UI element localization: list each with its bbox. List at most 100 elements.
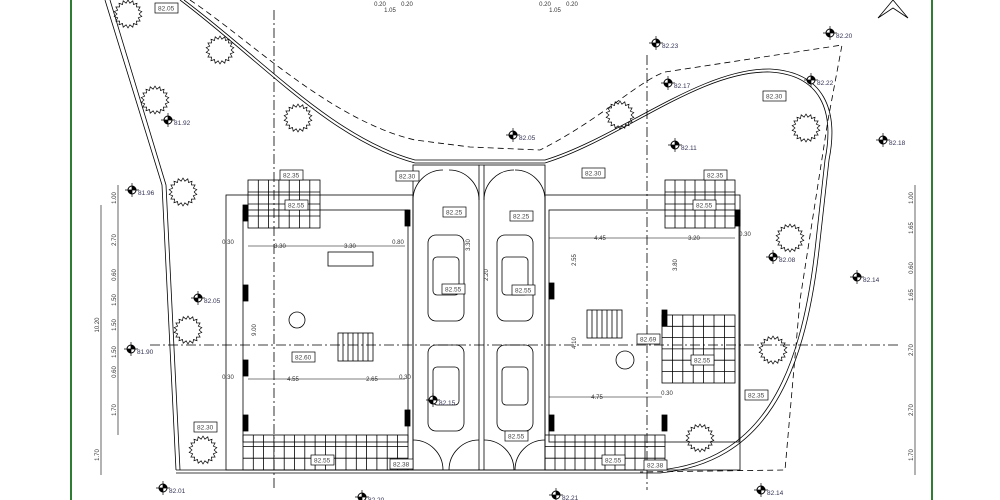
level-box: 82.55 — [692, 199, 717, 211]
dimension-value: 9.00 — [252, 324, 258, 336]
spot-level: 82.21 — [549, 488, 579, 500]
spot-level: 82.14 — [850, 270, 880, 284]
spot-level-cross — [850, 270, 864, 284]
level-box: 82.25 — [442, 206, 467, 218]
door-swing — [412, 169, 444, 201]
level-box-value: 82.55 — [515, 288, 532, 295]
level-box-frame — [389, 458, 414, 470]
wall-column — [242, 414, 249, 432]
dimension-value: 1.50 — [112, 294, 118, 306]
spot-level-cross — [156, 481, 170, 495]
dimension-value: 3.80 — [673, 259, 679, 271]
wall-column — [404, 209, 411, 227]
spot-level-value: 82.11 — [681, 145, 697, 152]
dimension-value: 0.60 — [112, 269, 118, 281]
level-box: 82.35 — [279, 169, 304, 181]
car-roof — [432, 366, 460, 406]
door-swing — [448, 439, 480, 471]
level-box: 82.55 — [504, 430, 529, 442]
level-box-value: 82.35 — [707, 173, 724, 180]
spot-level-value: 82.14 — [863, 277, 880, 284]
level-box: 82.55 — [601, 454, 626, 466]
level-box-value: 82.55 — [605, 458, 622, 465]
car-body — [427, 344, 465, 432]
level-box-value: 82.55 — [445, 287, 462, 294]
spot-level: 82.15 — [426, 393, 456, 407]
right-unit-outline — [544, 194, 741, 471]
wall-column — [242, 359, 249, 377]
level-box-frame — [643, 459, 668, 471]
level-box: 82.30 — [581, 167, 606, 179]
spot-level-value: 82.21 — [562, 495, 579, 500]
tree-icon — [140, 85, 170, 115]
level-box-frame — [744, 389, 769, 401]
dimension-value: 1.70 — [112, 404, 118, 416]
dimension-value: 0.30 — [222, 375, 234, 381]
level-box-frame — [690, 354, 715, 366]
spot-level: 82.08 — [766, 250, 796, 264]
dimension-value: 2.20 — [484, 269, 490, 281]
level-box: 82.55 — [310, 454, 335, 466]
car-symbol — [427, 344, 465, 432]
level-box: 82.55 — [511, 284, 536, 296]
level-box-frame — [284, 199, 309, 211]
spot-level-value: 82.23 — [662, 43, 679, 50]
spot-level-cross — [876, 133, 890, 147]
spot-level-cross — [668, 138, 682, 152]
level-box: 82.30 — [193, 421, 218, 433]
tree-icon — [205, 35, 235, 65]
car-roof — [501, 366, 529, 406]
spot-level-cross — [766, 250, 780, 264]
dimension-value: 0.80 — [392, 240, 404, 246]
tree-icon — [605, 100, 635, 130]
spot-level: 82.05 — [506, 128, 536, 142]
level-box: 82.30 — [762, 90, 787, 102]
kitchen-island — [327, 251, 374, 267]
dimension-value: 0.30 — [739, 232, 751, 238]
level-box-value: 82.30 — [197, 425, 214, 432]
door-swing — [514, 439, 546, 471]
spot-level: 82.17 — [661, 76, 691, 90]
spot-level-value: 82.20 — [836, 33, 853, 40]
dimension-value: 4.45 — [594, 236, 606, 242]
tree-icon — [758, 335, 788, 365]
level-box: 82.38 — [389, 458, 414, 470]
level-box-value: 82.30 — [399, 174, 416, 181]
level-box-frame — [762, 90, 787, 102]
level-box-frame — [636, 333, 661, 345]
car-body — [427, 234, 465, 322]
spot-level: 81.92 — [161, 113, 191, 127]
spot-level-cross — [125, 183, 139, 197]
site-boundary-left-inner — [109, 0, 181, 471]
north-arrow-icon — [877, 0, 909, 19]
spot-level-cross — [661, 76, 675, 90]
spot-level-value: 82.01 — [169, 488, 186, 495]
tree-icon — [791, 113, 821, 143]
level-box: 82.35 — [703, 169, 728, 181]
tree-icon — [685, 423, 715, 453]
level-box-frame — [692, 199, 717, 211]
wall-column — [548, 414, 555, 432]
level-box-frame — [442, 206, 467, 218]
spot-level-value: 82.18 — [889, 140, 906, 147]
spot-level-cross — [649, 36, 663, 50]
spot-level-cross — [823, 26, 837, 40]
dimension-value: 0.20 — [401, 2, 413, 8]
level-box-frame — [154, 2, 179, 14]
property-line-dashed — [189, 0, 843, 473]
level-box: 82.25 — [509, 210, 534, 222]
level-box-value: 82.55 — [508, 434, 525, 441]
dimension-value: 4.10 — [572, 337, 578, 349]
level-box-value: 82.25 — [513, 214, 530, 221]
right-unit-walls — [548, 209, 740, 443]
level-box: 82.69 — [636, 333, 661, 345]
level-box-value: 82.55 — [314, 458, 331, 465]
right-stair — [586, 309, 623, 339]
car-body — [496, 234, 534, 322]
spot-level-cross — [754, 483, 768, 497]
spot-level: 82.23 — [649, 36, 679, 50]
dimension-value: 3.20 — [688, 236, 700, 242]
level-box-frame — [511, 284, 536, 296]
level-box: 82.60 — [291, 351, 316, 363]
dimension-value: 2.70 — [909, 344, 915, 356]
